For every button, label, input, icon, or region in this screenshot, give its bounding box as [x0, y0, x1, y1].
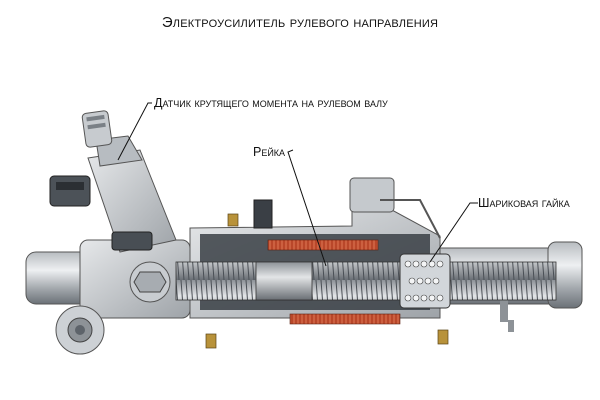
- leader-lines: [117, 102, 478, 267]
- motor-winding-bottom: [289, 313, 401, 325]
- leader-ball-nut: [429, 202, 478, 263]
- housing-left: [25, 239, 191, 355]
- torque-sensor-housing: [49, 110, 177, 253]
- label-torque-sensor: Датчик крутящего момента на рулевом валу: [154, 96, 388, 110]
- label-ball-nut: Шариковая гайка: [478, 196, 570, 210]
- leader-torque-sensor: [117, 102, 152, 161]
- leader-rack: [287, 149, 327, 267]
- label-rack: Рейка: [253, 145, 286, 159]
- motor-winding-top: [267, 239, 379, 251]
- mounting-bolts: [205, 213, 449, 349]
- rack-shaft: [175, 261, 557, 301]
- diagram-title: Электроусилитель рулевого направления: [161, 14, 439, 31]
- ball-nut: [399, 253, 451, 309]
